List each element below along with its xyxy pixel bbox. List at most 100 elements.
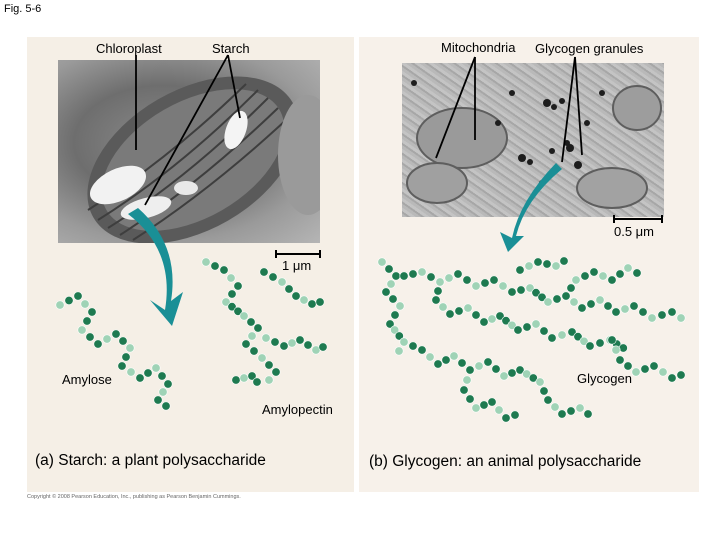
glucose-bead: [279, 341, 289, 351]
glucose-bead: [135, 373, 145, 383]
glucose-bead: [433, 286, 443, 296]
leader-lines: [135, 54, 583, 206]
starch-label: Starch: [212, 41, 250, 56]
glucose-chains: [55, 256, 686, 423]
glucose-bead: [395, 301, 405, 311]
glucose-bead: [623, 361, 633, 371]
glucose-bead: [454, 306, 464, 316]
glucose-bead: [494, 405, 504, 415]
glucose-bead: [580, 271, 590, 281]
glucose-bead: [299, 295, 309, 305]
glucose-bead: [483, 357, 493, 367]
glucose-bead: [408, 269, 418, 279]
glucose-bead: [453, 269, 463, 279]
glucose-bead: [595, 295, 605, 305]
glucose-bead: [498, 281, 508, 291]
glucose-bead: [535, 377, 545, 387]
glucose-bead: [210, 261, 220, 271]
scale-bars: [275, 215, 663, 258]
arrow-to-starch-molecules: [128, 208, 183, 326]
glucose-bead: [87, 307, 97, 317]
glucose-bead: [515, 365, 525, 375]
glycogen-chain-5: [459, 365, 520, 423]
glucose-bead: [524, 261, 534, 271]
glucose-bead: [82, 316, 92, 326]
glucose-bead: [295, 335, 305, 345]
glucose-bead: [667, 373, 677, 383]
glucose-bead: [259, 267, 269, 277]
glucose-bead: [479, 400, 489, 410]
glucose-bead: [632, 268, 642, 278]
chloroplast-micrograph: [58, 60, 320, 243]
glucose-bead: [603, 301, 613, 311]
glycogen-chain-9: [535, 377, 593, 419]
glucose-bead: [85, 332, 95, 342]
glucose-bead: [381, 287, 391, 297]
glucose-bead: [499, 371, 509, 381]
glycogen-chain-4: [399, 337, 538, 383]
glucose-bead: [552, 294, 562, 304]
glycogen-chain-7: [561, 263, 642, 301]
mitochondria-label: Mitochondria: [441, 40, 516, 55]
amylopectin-main-chain: [201, 257, 281, 385]
glucose-bead: [264, 375, 274, 385]
glucose-bead: [657, 310, 667, 320]
figure-label: Fig. 5-6: [4, 3, 42, 15]
glucose-bead: [513, 325, 523, 335]
glucose-bead: [163, 379, 173, 389]
glucose-bead: [417, 267, 427, 277]
glycogen-granules-label: Glycogen granules: [535, 41, 644, 56]
glucose-bead: [390, 325, 400, 335]
glucose-bead: [676, 370, 686, 380]
glucose-bead: [239, 311, 249, 321]
glucose-bead: [557, 409, 567, 419]
glucose-bead: [465, 365, 475, 375]
glucose-bead: [471, 310, 481, 320]
glucose-bead: [417, 345, 427, 355]
glucose-bead: [449, 351, 459, 361]
glucose-bead: [227, 302, 237, 312]
glycogen-label: Glycogen: [577, 371, 632, 386]
glucose-bead: [291, 291, 301, 301]
glycogen-leader-line-1: [561, 56, 576, 163]
glycogen-chain-6: [543, 291, 686, 323]
glucose-bead: [219, 265, 229, 275]
glucose-bead: [315, 297, 325, 307]
glucose-bead: [435, 277, 445, 287]
amylopectin-label: Amylopectin: [262, 402, 333, 417]
glucose-bead: [550, 402, 560, 412]
glucose-bead: [445, 309, 455, 319]
glucose-bead: [573, 332, 583, 342]
glucose-bead: [457, 358, 467, 368]
glucose-bead: [607, 335, 617, 345]
glucose-bead: [561, 291, 571, 301]
glucose-bead: [566, 406, 576, 416]
glucose-bead: [629, 301, 639, 311]
scale-label-a: 1 μm: [282, 258, 312, 273]
glucose-bead: [388, 294, 398, 304]
glucose-bead: [537, 292, 547, 302]
glycogen-chain-8: [607, 335, 686, 383]
glucose-bead: [459, 385, 469, 395]
glucose-bead: [487, 397, 497, 407]
amylopectin-branch-1: [259, 267, 325, 309]
glucose-bead: [462, 375, 472, 385]
glucose-bead: [543, 395, 553, 405]
glucose-bead: [226, 273, 236, 283]
glucose-bead: [118, 336, 128, 346]
glucose-bead: [80, 299, 90, 309]
chloroplast-label: Chloroplast: [96, 41, 162, 56]
glucose-bead: [93, 339, 103, 349]
glucose-bead: [227, 289, 237, 299]
glucose-bead: [157, 371, 167, 381]
glucose-bead: [391, 271, 401, 281]
glucose-bead: [615, 269, 625, 279]
glucose-bead: [270, 337, 280, 347]
copyright-notice: Copyright © 2008 Pearson Education, Inc.…: [27, 494, 241, 500]
glucose-bead: [579, 336, 589, 346]
glucose-bead: [620, 304, 630, 314]
glucose-bead: [233, 306, 243, 316]
glucose-bead: [377, 257, 387, 267]
glucose-bead: [474, 361, 484, 371]
glucose-bead: [441, 355, 451, 365]
